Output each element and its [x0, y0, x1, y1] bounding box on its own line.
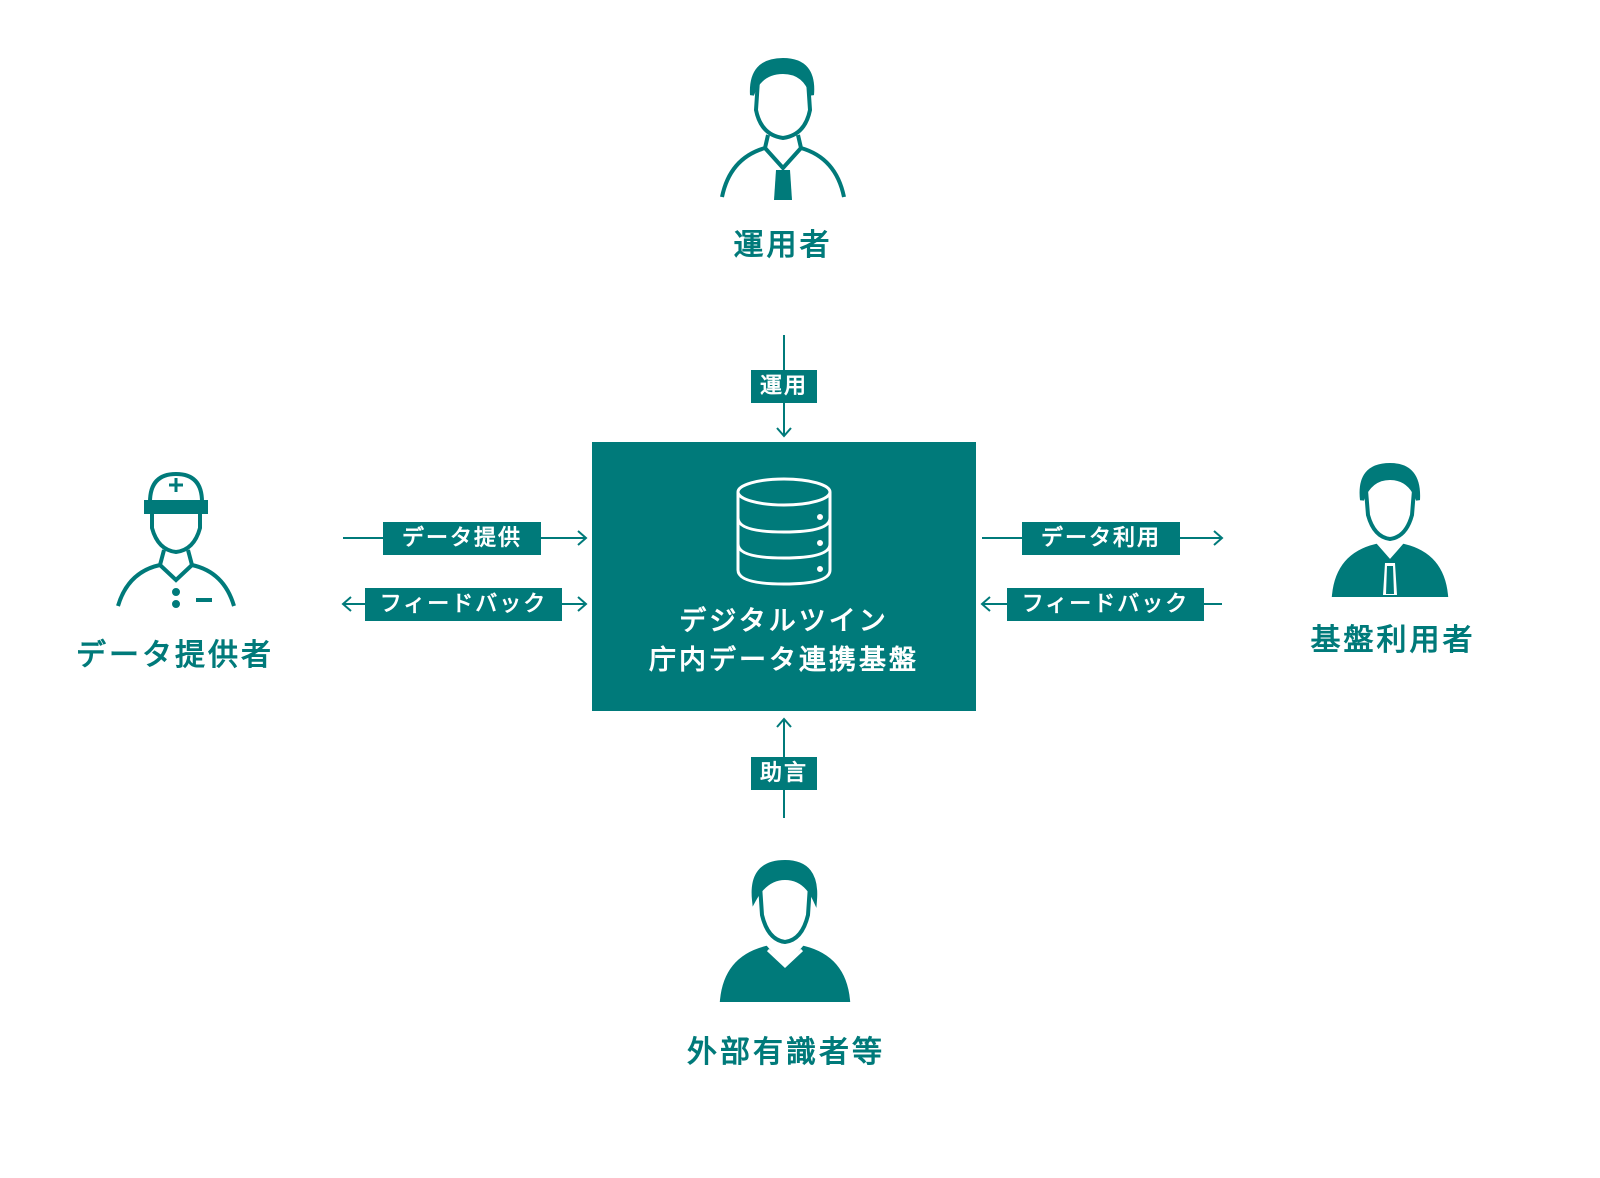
platform-user-label: 基盤利用者 [1310, 623, 1476, 658]
external-expert-label: 外部有識者等 [687, 1035, 885, 1070]
external-expert-person-icon [719, 859, 851, 1002]
data-provision-tag: データ提供 [383, 522, 541, 555]
platform-title-line1: デジタルツイン [679, 606, 889, 637]
data-provider-label: データ提供者 [76, 638, 274, 673]
operation-tag: 運用 [751, 370, 817, 403]
data-use-tag: データ利用 [1022, 522, 1180, 555]
platform-user-person-icon [1331, 462, 1449, 597]
feedback-right-tag: フィードバック [1007, 588, 1204, 621]
operator-person-icon [720, 57, 846, 200]
platform-title-line2: 庁内データ連携基盤 [649, 645, 919, 676]
database-icon [736, 477, 832, 586]
advice-tag: 助言 [751, 757, 817, 790]
digital-twin-platform-box: デジタルツイン 庁内データ連携基盤 [592, 442, 976, 711]
operator-label: 運用者 [733, 228, 833, 263]
data-provider-person-icon [116, 471, 236, 608]
feedback-left-tag: フィードバック [365, 588, 562, 621]
